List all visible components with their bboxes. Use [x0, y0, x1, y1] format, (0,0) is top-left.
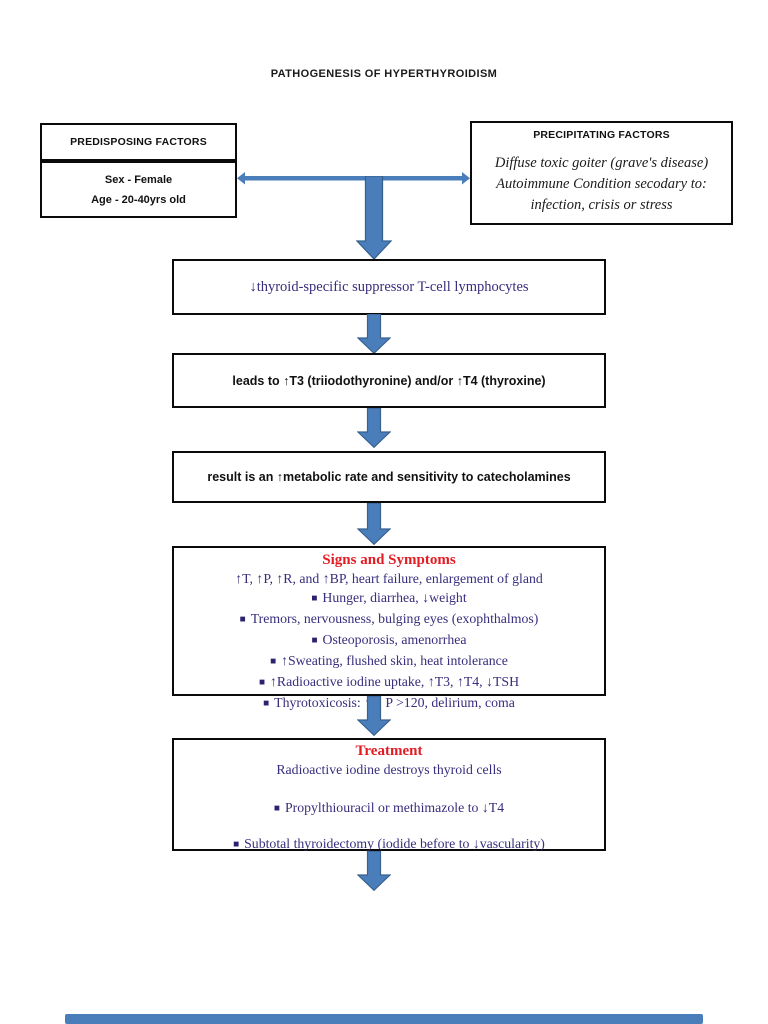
precipitating-line: Diffuse toxic goiter (grave's disease)	[494, 155, 709, 171]
step-metabolic-rate: result is an ↑metabolic rate and sensiti…	[172, 451, 606, 503]
bullet-square-icon: ■	[263, 698, 270, 709]
step-t3-t4: leads to ↑T3 (triiodothyronine) and/or ↑…	[172, 353, 606, 408]
treatment-box: Treatment Radioactive iodine destroys th…	[172, 738, 606, 851]
down-arrow-icon	[355, 175, 393, 260]
signs-heading: Signs and Symptoms	[322, 552, 456, 568]
bullet-square-icon: ■	[239, 614, 246, 625]
treatment-heading: Treatment	[355, 743, 423, 759]
predisposing-factors-header: PREDISPOSING FACTORS	[40, 123, 237, 161]
step-suppressor-tcells: ↓thyroid-specific suppressor T-cell lymp…	[172, 259, 606, 315]
list-item: ■↑Sweating, flushed skin, heat intoleran…	[270, 653, 508, 668]
list-item: ■Hunger, diarrhea, ↓weight	[311, 590, 467, 605]
down-arrow-icon	[356, 502, 392, 546]
bullet-square-icon: ■	[233, 839, 240, 850]
down-arrow-icon	[356, 850, 392, 892]
bullet-square-icon: ■	[258, 677, 265, 688]
down-arrow-icon	[356, 407, 392, 449]
bullet-square-icon: ■	[311, 635, 318, 646]
bullet-square-icon: ■	[273, 803, 280, 814]
precipitating-factors-box: PRECIPITATING FACTORS Diffuse toxic goit…	[470, 121, 733, 225]
list-item: ■↑Radioactive iodine uptake, ↑T3, ↑T4, ↓…	[258, 674, 520, 689]
precipitating-line: Autoimmune Condition secodary to:	[496, 176, 707, 192]
predisposing-sex: Sex - Female	[104, 173, 173, 186]
list-item: ■Subtotal thyroidectomy (iodide before t…	[233, 836, 545, 851]
horizontal-connector-arrow	[237, 170, 470, 186]
precipitating-factors-header: PRECIPITATING FACTORS	[533, 129, 670, 141]
list-item: ■Thyrotoxicosis: ↑T, P >120, delirium, c…	[263, 695, 515, 710]
bullet-square-icon: ■	[270, 656, 277, 667]
bottom-scrollbar-thumb[interactable]	[65, 1014, 703, 1024]
bullet-square-icon: ■	[311, 593, 318, 604]
page-title: PATHOGENESIS OF HYPERTHYROIDISM	[270, 68, 498, 80]
list-item: ■Tremors, nervousness, bulging eyes (exo…	[239, 611, 539, 626]
list-item: ■Propylthiouracil or methimazole to ↓T4	[273, 800, 505, 815]
signs-intro: ↑T, ↑P, ↑R, and ↑BP, heart failure, enla…	[235, 571, 543, 586]
precipitating-line: infection, crisis or stress	[530, 197, 673, 213]
predisposing-factors-box: Sex - Female Age - 20-40yrs old	[40, 161, 237, 218]
down-arrow-icon	[356, 313, 392, 355]
predisposing-age: Age - 20-40yrs old	[91, 193, 186, 206]
treatment-intro: Radioactive iodine destroys thyroid cell…	[276, 762, 502, 777]
signs-symptoms-box: Signs and Symptoms ↑T, ↑P, ↑R, and ↑BP, …	[172, 546, 606, 710]
list-item: ■Osteoporosis, amenorrhea	[311, 632, 467, 647]
down-arrow-icon	[356, 695, 392, 737]
